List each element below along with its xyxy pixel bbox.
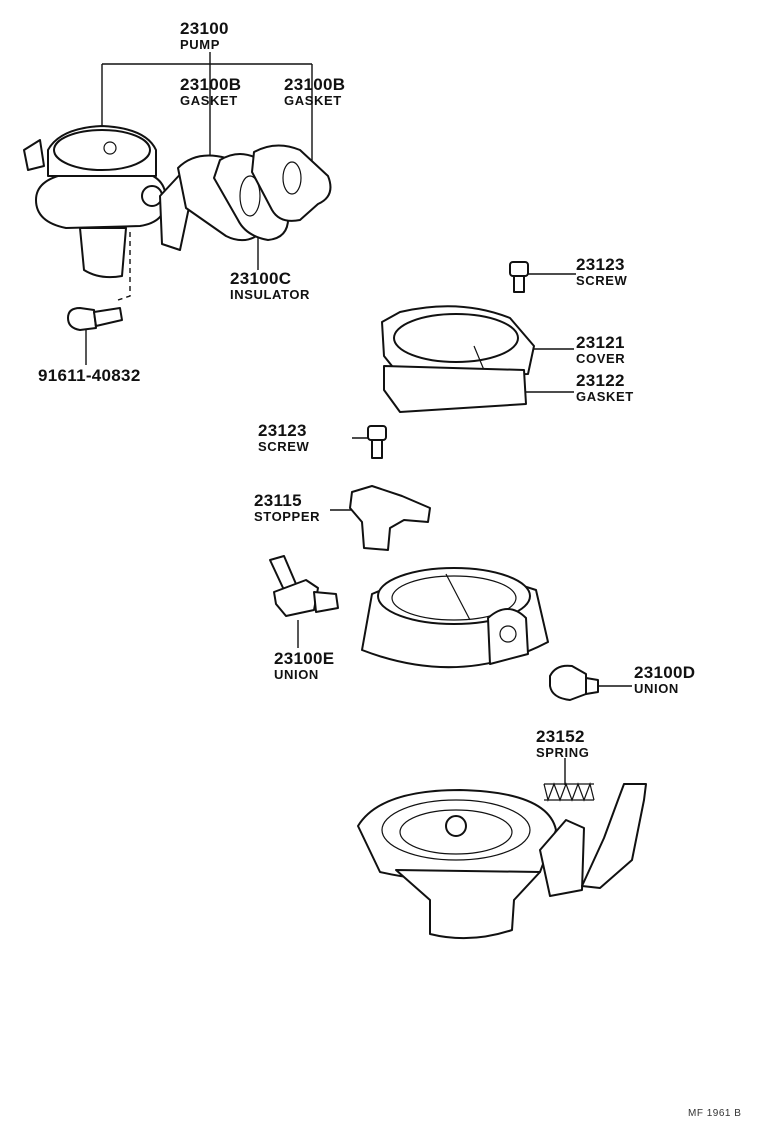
part-name: PUMP	[180, 37, 220, 52]
part-number: 23152	[536, 727, 585, 746]
leader-lines	[85, 52, 632, 785]
part-name: UNION	[274, 667, 319, 682]
part-number: 23100C	[230, 269, 292, 288]
label-spring: 23152 SPRING	[536, 728, 589, 759]
part-number: 23123	[258, 421, 307, 440]
spring	[543, 781, 595, 803]
bolt	[67, 307, 123, 331]
screw-mid	[367, 425, 387, 459]
cover	[381, 305, 535, 377]
gasket-pair	[177, 144, 332, 242]
part-name: GASKET	[284, 93, 342, 108]
part-name: INSULATOR	[230, 287, 311, 302]
pump-assembly	[23, 125, 197, 279]
label-pump: 23100 PUMP	[180, 20, 229, 51]
label-screw-mid: 23123 SCREW	[258, 422, 309, 453]
part-number: 23123	[576, 255, 625, 274]
part-name: SPRING	[536, 745, 590, 760]
part-number: 23115	[254, 491, 302, 510]
label-stopper: 23115 STOPPER	[254, 492, 320, 523]
label-gasket-2: 23100B GASKET	[284, 76, 345, 107]
lower-body	[357, 783, 647, 940]
label-gasket-1: 23100B GASKET	[180, 76, 241, 107]
part-number: 23100	[180, 19, 229, 38]
stopper	[349, 485, 431, 551]
union-d	[549, 664, 599, 701]
part-number: 23100D	[634, 663, 696, 682]
label-screw-top: 23123 SCREW	[576, 256, 627, 287]
label-gasket-cover: 23122 GASKET	[576, 372, 634, 403]
part-number: 23122	[576, 371, 625, 390]
union-e	[269, 555, 339, 617]
drawing-code: MF 1961 B	[688, 1108, 742, 1119]
part-name: STOPPER	[254, 509, 321, 524]
part-name: SCREW	[576, 273, 628, 288]
label-cover: 23121 COVER	[576, 334, 625, 365]
label-union-e: 23100E UNION	[274, 650, 334, 681]
part-name: COVER	[576, 351, 626, 366]
part-number: 23121	[576, 333, 625, 352]
label-union-d: 23100D UNION	[634, 664, 695, 695]
part-name: GASKET	[180, 93, 238, 108]
screw-top	[509, 261, 529, 293]
part-number: 91611-40832	[38, 366, 141, 385]
part-number: 23100B	[180, 75, 242, 94]
part-number: 23100B	[284, 75, 346, 94]
label-insulator: 23100C INSULATOR	[230, 270, 310, 301]
part-name: UNION	[634, 681, 679, 696]
part-number: 23100E	[274, 649, 335, 668]
part-name: GASKET	[576, 389, 634, 404]
part-name: SCREW	[258, 439, 310, 454]
pump-body	[361, 567, 549, 669]
label-bolt: 91611-40832	[38, 367, 141, 384]
cover-gasket	[383, 365, 527, 413]
